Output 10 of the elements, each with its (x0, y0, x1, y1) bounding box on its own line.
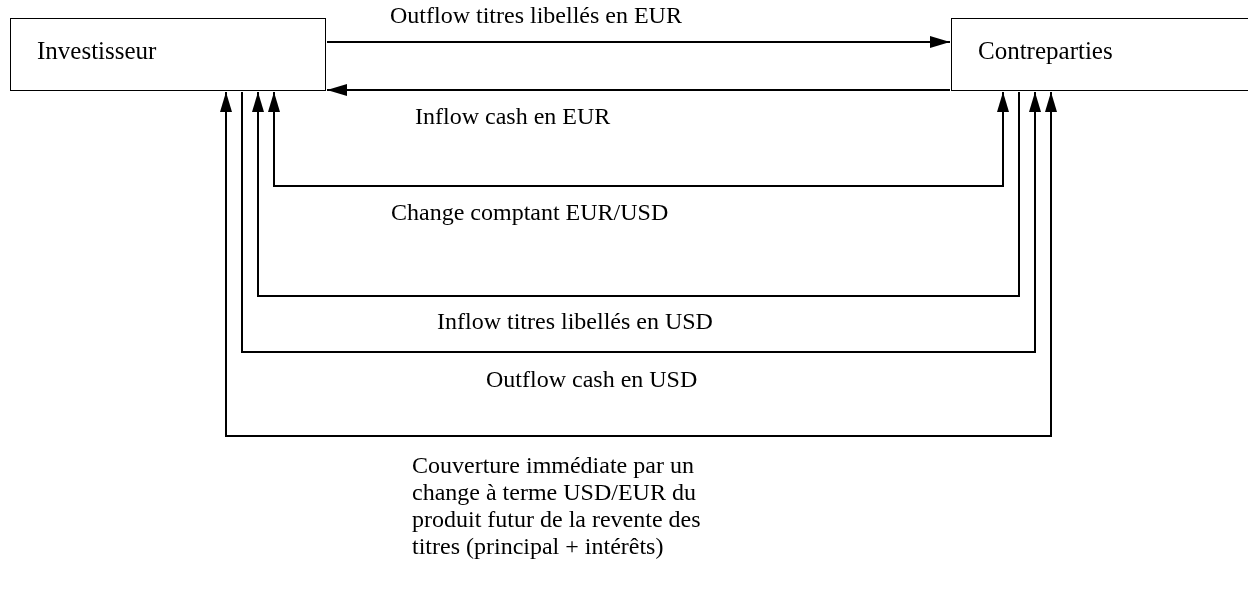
arrow (326, 84, 951, 96)
node-label: Investisseur (37, 37, 157, 65)
arrow (241, 91, 1041, 353)
arrow (220, 91, 1057, 437)
arrow (252, 91, 1020, 297)
entity-box (951, 18, 1248, 91)
arrow (268, 91, 1009, 187)
entity-box (10, 18, 326, 91)
node-label: Contreparties (978, 37, 1113, 65)
arrow (326, 36, 951, 48)
